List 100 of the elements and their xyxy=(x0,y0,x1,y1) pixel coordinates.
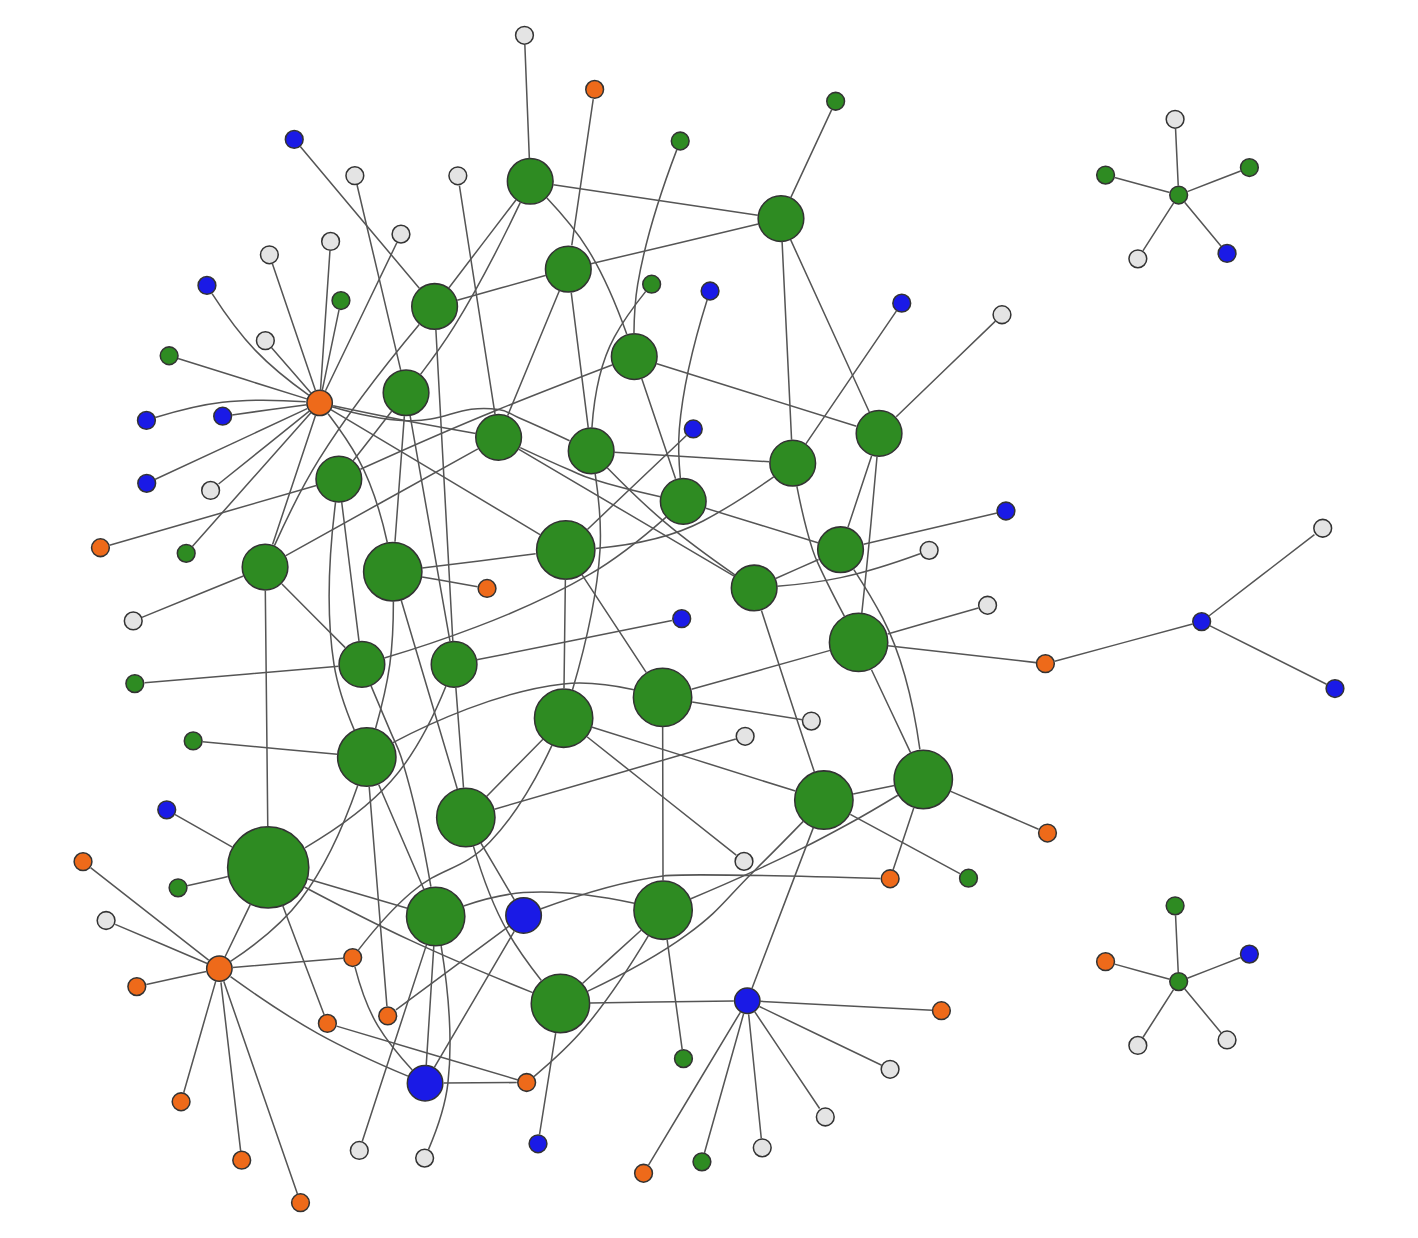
connector xyxy=(472,845,543,982)
connector xyxy=(747,1013,763,1140)
connector xyxy=(220,981,242,1152)
node-circle xyxy=(893,749,954,810)
node-circle xyxy=(517,1072,537,1093)
connector xyxy=(141,575,245,619)
connector xyxy=(760,609,816,774)
connector xyxy=(805,310,898,445)
node-circle xyxy=(176,543,196,563)
node-circle xyxy=(801,711,821,731)
node-circle xyxy=(642,274,662,294)
connector xyxy=(191,412,312,547)
connector xyxy=(1208,624,1328,686)
node-circle xyxy=(816,526,865,574)
connector xyxy=(862,512,998,546)
connector xyxy=(781,240,793,441)
node-circle xyxy=(241,543,289,591)
node-circle xyxy=(1169,971,1189,992)
connector xyxy=(705,507,820,544)
connector xyxy=(284,448,479,557)
connector xyxy=(435,329,454,643)
connector xyxy=(563,578,567,689)
connector xyxy=(587,820,804,992)
node-circle xyxy=(1239,157,1260,178)
node-circle xyxy=(585,79,605,100)
connector xyxy=(433,930,515,1069)
connector xyxy=(1186,956,1242,979)
node-circle xyxy=(317,1013,338,1034)
node-circle xyxy=(183,731,203,751)
connector xyxy=(886,607,980,635)
connector xyxy=(1183,988,1222,1034)
connector xyxy=(524,44,531,160)
connector xyxy=(368,785,388,1007)
connector xyxy=(352,410,393,462)
connector xyxy=(853,568,921,751)
connector xyxy=(201,741,339,756)
node-circle xyxy=(430,640,478,688)
connector xyxy=(519,446,662,498)
connector xyxy=(391,682,635,744)
node-circle xyxy=(505,896,543,934)
node-circle xyxy=(435,787,496,848)
connector xyxy=(427,945,451,1151)
connector xyxy=(1174,127,1179,187)
node-circle xyxy=(448,166,468,186)
connector xyxy=(177,357,308,400)
node-circle xyxy=(530,973,591,1034)
node-circle xyxy=(528,1134,548,1154)
connector xyxy=(409,415,451,643)
node-circle xyxy=(96,910,116,931)
node-circle xyxy=(406,1064,444,1102)
connector xyxy=(321,308,340,392)
connector xyxy=(789,239,871,413)
connector xyxy=(493,738,737,810)
connector xyxy=(378,784,425,891)
node-circle xyxy=(136,410,157,431)
node-circle xyxy=(977,595,998,615)
connector xyxy=(661,725,664,882)
node-circle xyxy=(730,564,778,612)
connector xyxy=(340,501,360,643)
node-circle xyxy=(1165,896,1185,916)
connector xyxy=(539,874,882,910)
connector xyxy=(571,472,602,691)
node-circle xyxy=(659,477,707,525)
node-circle xyxy=(382,369,430,417)
connector xyxy=(354,966,413,1071)
connector xyxy=(421,553,537,569)
connector xyxy=(229,784,359,963)
connector xyxy=(455,686,465,789)
connector xyxy=(335,1025,519,1081)
connector xyxy=(591,290,647,429)
connector xyxy=(324,242,398,392)
node-circle xyxy=(855,409,903,457)
node-circle xyxy=(1313,518,1333,538)
connector xyxy=(224,903,252,958)
node-circle xyxy=(338,640,386,688)
node-circle xyxy=(506,157,554,205)
connector xyxy=(270,347,312,394)
node-circle xyxy=(137,473,157,493)
connector xyxy=(271,262,317,391)
connector xyxy=(1186,170,1242,193)
connector xyxy=(606,467,736,576)
node-circle xyxy=(123,611,143,631)
connector xyxy=(370,685,432,888)
node-circle xyxy=(475,413,523,461)
connector xyxy=(590,726,797,792)
node-circle xyxy=(632,667,693,728)
connector xyxy=(186,875,229,887)
connector xyxy=(222,980,299,1196)
node-circle xyxy=(1128,1035,1148,1056)
node-circle xyxy=(159,346,179,366)
node-circle xyxy=(535,520,596,580)
connector xyxy=(229,975,409,1077)
connector xyxy=(666,938,683,1051)
node-circle xyxy=(213,406,233,426)
node-circle xyxy=(880,1059,900,1079)
connector xyxy=(847,455,873,529)
connector xyxy=(949,790,1040,830)
node-circle xyxy=(306,389,334,417)
node-circle xyxy=(892,293,912,313)
node-circle xyxy=(391,224,411,244)
